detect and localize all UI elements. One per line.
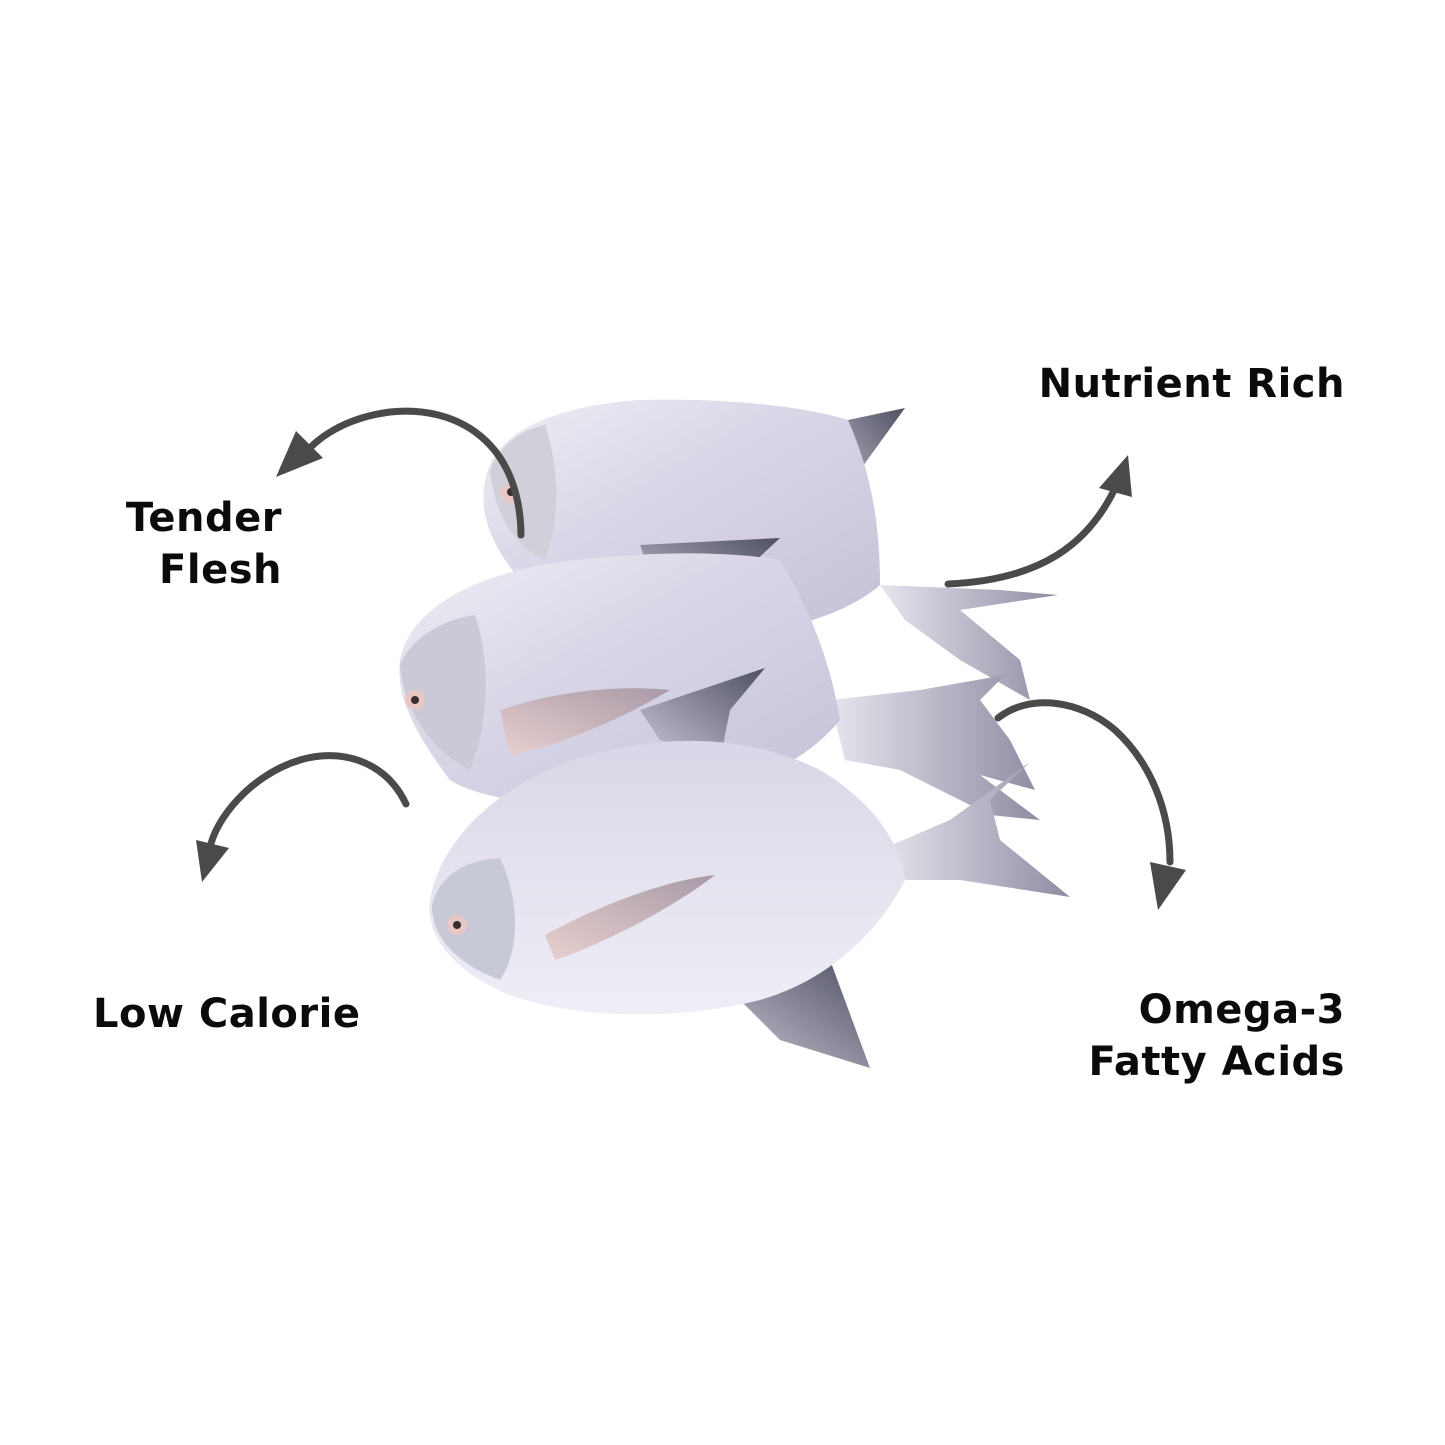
callout-text-line: Low Calorie — [93, 991, 361, 1037]
callout-tender-flesh: Tender Flesh — [126, 492, 282, 596]
callout-omega-3: Omega-3 Fatty Acids — [1088, 984, 1345, 1088]
curved-arrow-down-left-icon — [196, 752, 410, 882]
callout-text-line: Nutrient Rich — [1038, 361, 1345, 407]
callout-low-calorie: Low Calorie — [93, 988, 360, 1040]
callout-nutrient-rich: Nutrient Rich — [1039, 358, 1345, 410]
curved-arrow-up-left-icon — [276, 407, 525, 539]
callout-text-line: Tender — [125, 495, 282, 541]
callout-text-line: Omega-3 — [1138, 987, 1345, 1033]
fish-bottom — [429, 668, 1070, 1068]
curved-arrow-up-right-icon — [944, 455, 1132, 588]
curved-arrow-down-right-icon — [994, 699, 1186, 910]
fish-middle — [399, 538, 1040, 820]
callout-text-line: Flesh — [159, 547, 282, 593]
callout-text-line: Fatty Acids — [1088, 1039, 1345, 1085]
